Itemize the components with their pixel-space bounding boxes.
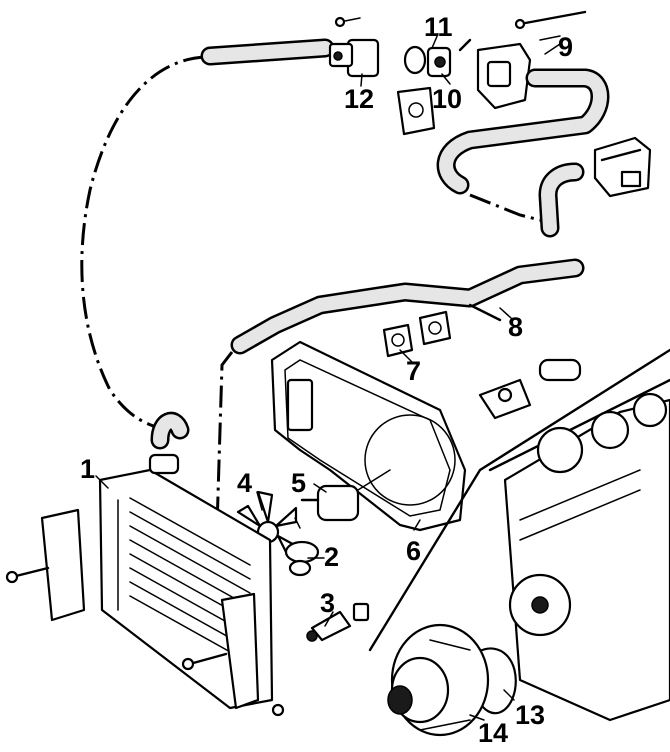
heater-valve-bracket xyxy=(593,136,652,198)
callout-5: 5 xyxy=(291,468,306,498)
thermostat-housing xyxy=(476,10,587,110)
fan-coupling xyxy=(284,517,320,577)
hose-routing-line xyxy=(80,55,206,432)
water-pump-gasket xyxy=(476,647,517,715)
temperature-sensor xyxy=(271,602,370,717)
callout-8: 8 xyxy=(508,312,523,342)
thermostat xyxy=(403,38,472,78)
leader-lines xyxy=(95,33,561,721)
water-pump xyxy=(387,623,490,737)
hose-routing-line-2 xyxy=(214,351,234,561)
radiator-bracket-left xyxy=(5,508,86,622)
heater-hose-upper xyxy=(436,68,610,195)
callout-4: 4 xyxy=(237,468,252,498)
callout-10: 10 xyxy=(432,84,462,114)
pipe-flange-gaskets xyxy=(382,310,452,358)
callout-2: 2 xyxy=(324,542,339,572)
callout-14: 14 xyxy=(478,718,508,748)
callout-6: 6 xyxy=(406,536,421,566)
thermostat-housing-outlet xyxy=(328,16,380,78)
callout-11: 11 xyxy=(424,12,453,42)
callout-9: 9 xyxy=(558,32,573,62)
housing-gasket xyxy=(396,86,436,136)
callout-12: 12 xyxy=(344,84,374,114)
callout-13: 13 xyxy=(515,700,545,730)
callout-7: 7 xyxy=(406,356,421,386)
fan-motor xyxy=(300,469,391,522)
heater-hose-lower xyxy=(538,162,585,238)
upper-hose xyxy=(200,38,335,66)
callout-1: 1 xyxy=(80,454,95,484)
fan-shroud xyxy=(270,340,467,532)
radiator-bracket-right xyxy=(181,592,260,710)
shroud-mount-bracket xyxy=(478,358,582,420)
water-pipe xyxy=(230,258,585,355)
callout-3: 3 xyxy=(320,588,335,618)
hose-routing-line-3 xyxy=(469,193,550,240)
engine-block xyxy=(368,348,670,722)
